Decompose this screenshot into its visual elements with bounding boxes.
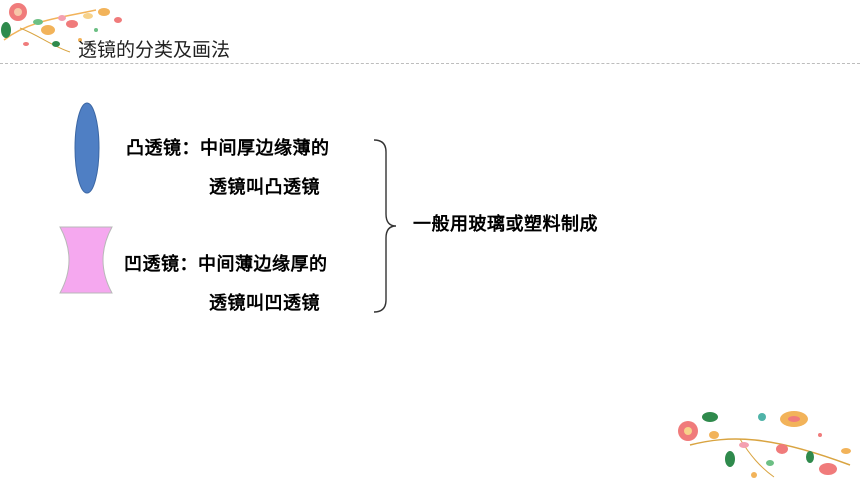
convex-lens-icon: [74, 102, 100, 194]
page-title: 透镜的分类及画法: [78, 39, 231, 61]
convex-lens-definition-line2: 透镜叫凸透镜: [209, 177, 320, 198]
lens-material-note: 一般用玻璃或塑料制成: [413, 214, 598, 235]
concave-lens-definition-line2: 透镜叫凹透镜: [209, 293, 320, 314]
concave-lens-icon: [59, 226, 113, 294]
header-divider: [0, 63, 860, 64]
floral-decoration-bottom-right-icon: [678, 411, 851, 478]
concave-lens-definition-line1: 凹透镜：中间薄边缘厚的: [124, 254, 328, 275]
floral-decoration-top-left-icon: [1, 3, 122, 53]
right-curly-brace-icon: [373, 139, 397, 313]
convex-lens-definition-line1: 凸透镜：中间厚边缘薄的: [126, 138, 330, 159]
